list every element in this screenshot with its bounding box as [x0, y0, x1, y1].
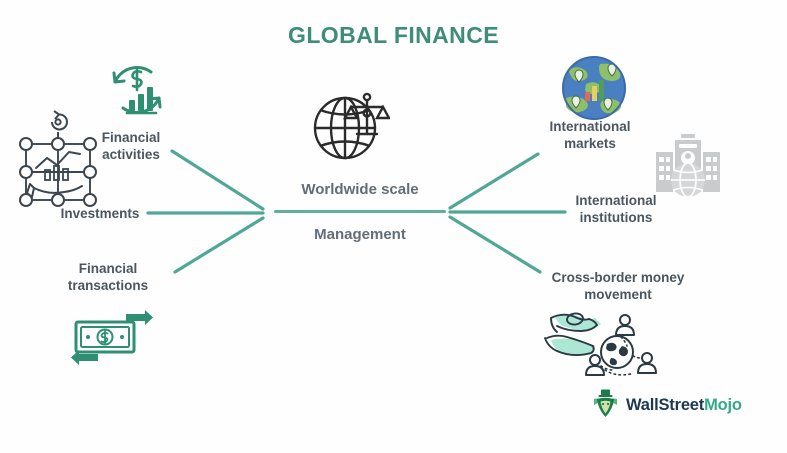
node-label-financial-transactions: Financial transactions — [67, 261, 149, 294]
investment-network-hand-chart-icon — [14, 110, 102, 208]
node-label-financial-activities: Financial activities — [101, 130, 161, 163]
center-line-2: Management — [314, 226, 406, 243]
banknote-exchange-arrows-icon — [64, 308, 160, 366]
center-divider — [274, 210, 446, 213]
center-line-1: Worldwide scale — [301, 181, 419, 198]
node-label-cross-border-money-movement: Cross-border money movement — [551, 270, 685, 303]
node-label-international-markets: International markets — [549, 119, 631, 152]
world-globe-market-pins-icon — [558, 54, 630, 122]
node-label-investments: Investments — [60, 206, 140, 221]
logo-text-primary: WallStreet — [626, 396, 705, 414]
logo-text-accent: Mojo — [704, 396, 742, 414]
hands-money-people-globe-icon — [537, 306, 661, 378]
bank-building-globe-icon — [652, 132, 724, 202]
node-label-international-institutions: International institutions — [575, 193, 657, 226]
wallstreetmojo-bull-logo-icon — [592, 388, 619, 423]
page-title: GLOBAL FINANCE — [288, 22, 499, 48]
globe-with-balance-scale-icon — [305, 86, 392, 166]
dollar-growth-cycle-icon — [103, 56, 175, 124]
wallstreetmojo-logo: WallStreetMojo — [592, 388, 742, 423]
